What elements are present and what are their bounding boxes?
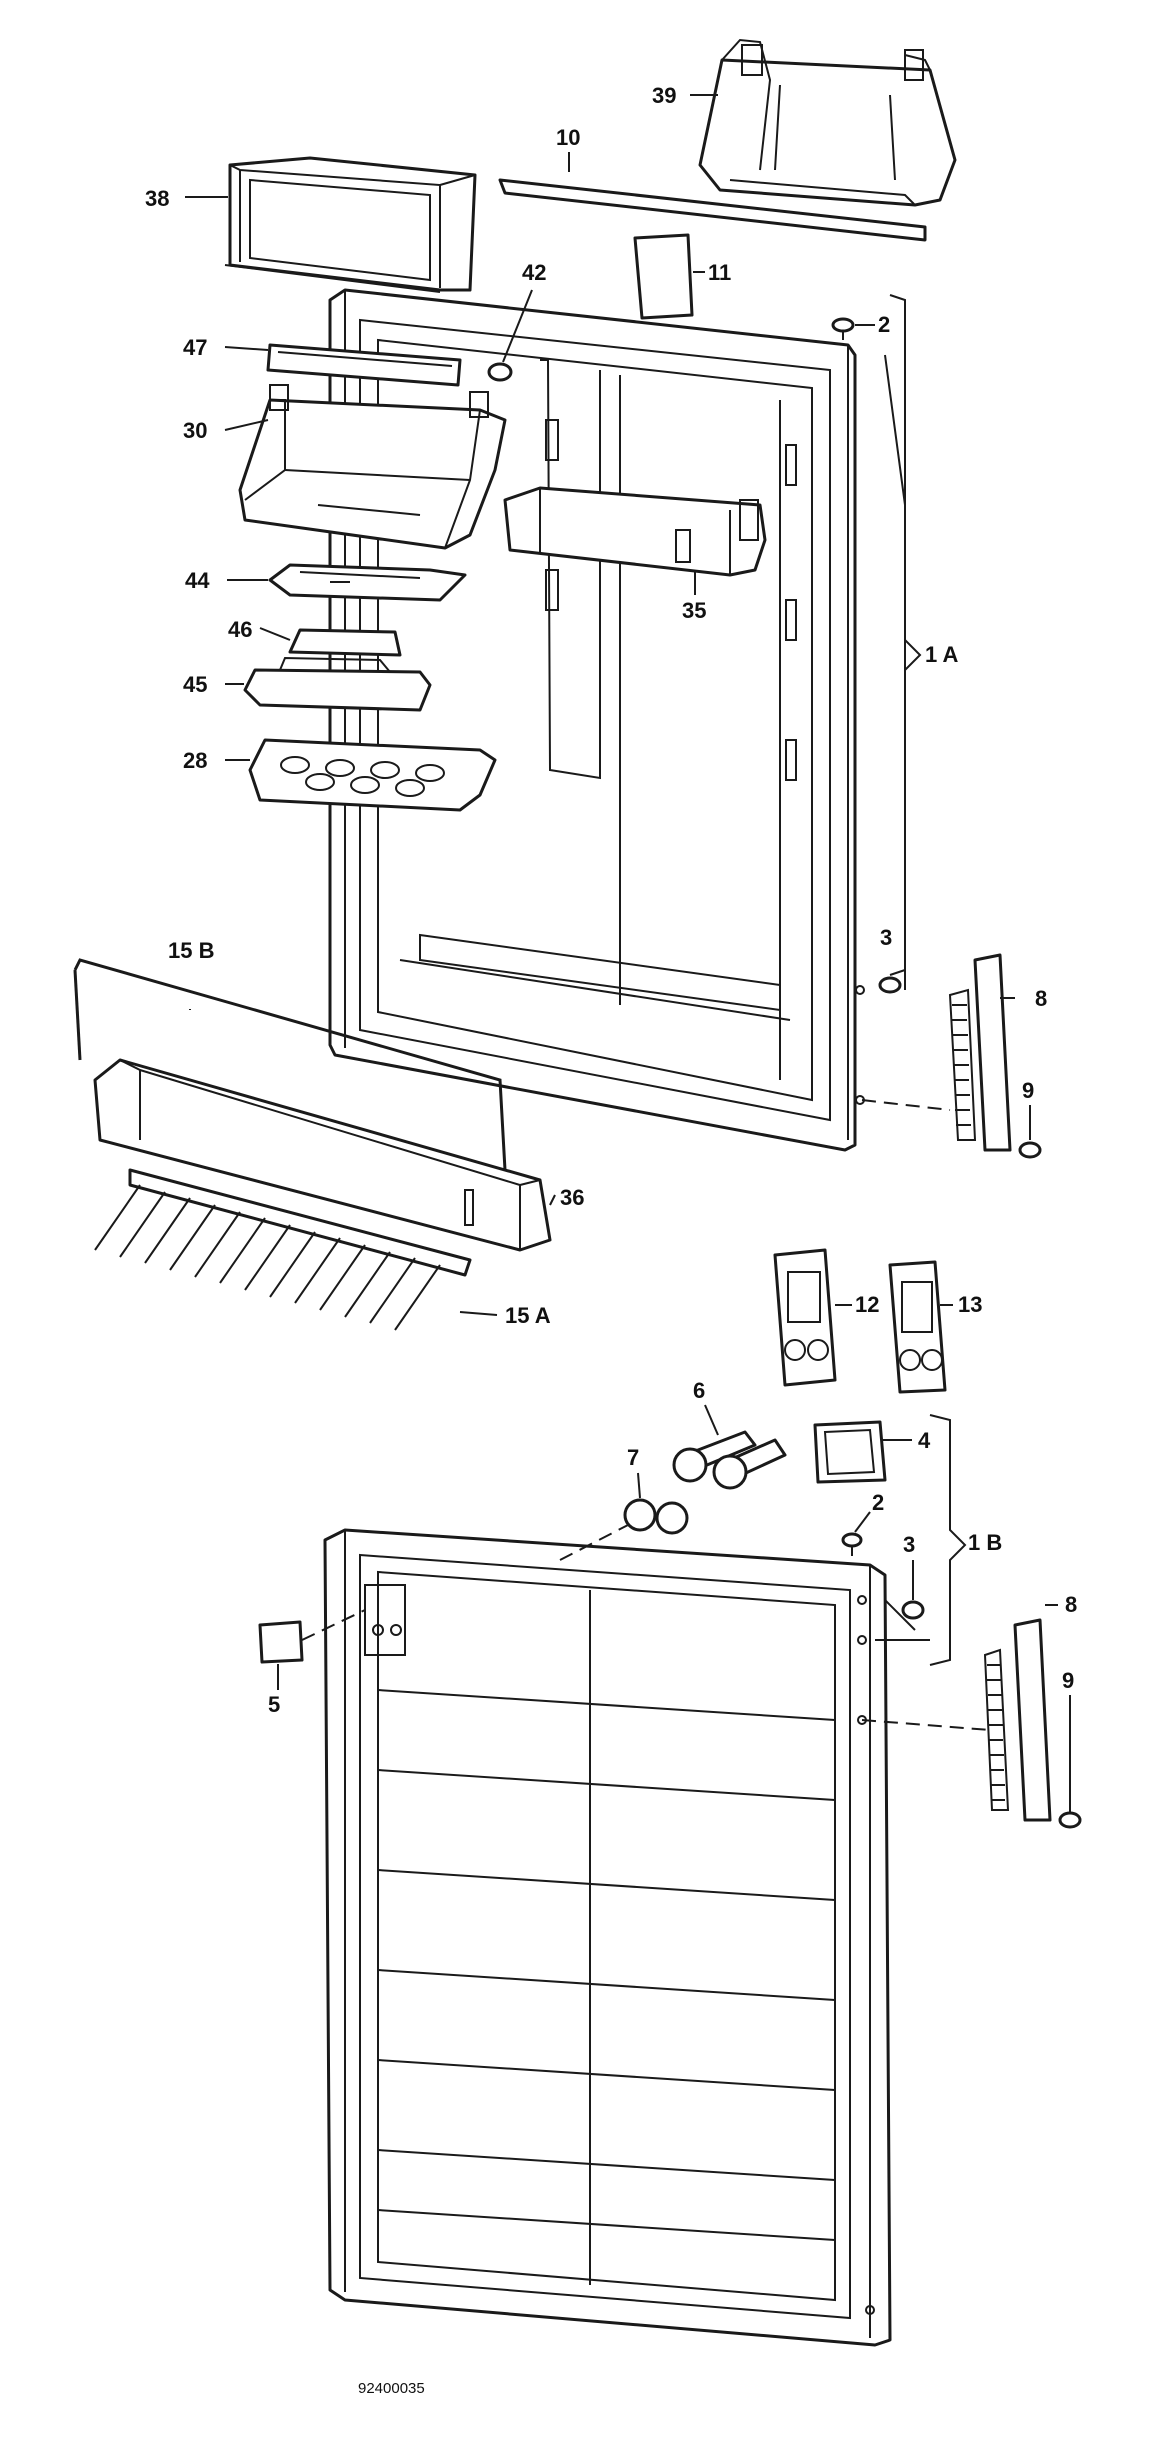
part-39-dairy-bin <box>698 38 957 207</box>
assembly-dashed-lines <box>301 1099 991 1731</box>
part-9-lower-screw <box>1058 1811 1082 1829</box>
callout-36: 36 <box>560 1185 584 1210</box>
callout-4: 4 <box>918 1428 931 1453</box>
part-15A-bottle-comb <box>94 1168 472 1331</box>
callout-42: 42 <box>522 260 546 285</box>
part-47-shelf-rail <box>266 343 462 387</box>
callout-9-upper: 9 <box>1022 1078 1034 1103</box>
callout-8-lower: 8 <box>1065 1592 1077 1617</box>
callout-38: 38 <box>145 186 169 211</box>
part-35-door-bin <box>503 486 767 577</box>
callout-45: 45 <box>183 672 207 697</box>
part-12-control-panel <box>773 1248 837 1387</box>
part-3-lower-screw <box>901 1600 925 1620</box>
part-11-panel <box>633 233 694 320</box>
callout-46: 46 <box>228 617 252 642</box>
callout-6: 6 <box>693 1378 705 1403</box>
part-28-egg-rack <box>248 738 497 812</box>
part-45-bottle-holder <box>243 656 432 712</box>
part-15B-bar-retainer <box>73 958 507 1171</box>
callout-3-lower: 3 <box>903 1532 915 1557</box>
part-8-lower-hinge-cover <box>983 1618 1052 1822</box>
callout-13: 13 <box>958 1292 982 1317</box>
callout-39: 39 <box>652 83 676 108</box>
callout-11: 11 <box>708 260 731 285</box>
callout-labels: 39 10 38 42 11 2 47 30 44 35 46 1 A 45 2… <box>145 83 1077 1717</box>
callout-12: 12 <box>855 1292 879 1317</box>
part-1B-lower-door <box>323 1528 892 2347</box>
callout-3-upper: 3 <box>880 925 892 950</box>
callout-35: 35 <box>682 598 706 623</box>
callout-2-lower: 2 <box>872 1490 884 1515</box>
callout-1B: 1 B <box>968 1530 1002 1555</box>
callout-5: 5 <box>268 1692 280 1717</box>
callout-28: 28 <box>183 748 207 773</box>
callout-47: 47 <box>183 335 207 360</box>
part-6-lamp-holders <box>672 1430 787 1490</box>
part-44-egg-tray-holder <box>268 563 467 602</box>
callout-9-lower: 9 <box>1062 1668 1074 1693</box>
part-5-cap <box>258 1620 304 1664</box>
callout-30: 30 <box>183 418 207 443</box>
callout-8-upper: 8 <box>1035 986 1047 1011</box>
assembly-brackets <box>889 294 967 1666</box>
callout-10: 10 <box>556 125 580 150</box>
part-46-divider <box>288 628 402 657</box>
callout-1A: 1 A <box>925 642 959 667</box>
part-42-plug <box>487 362 513 382</box>
callout-44: 44 <box>185 568 210 593</box>
part-9-upper-screw <box>1018 1141 1042 1159</box>
drawing-number: 92400035 <box>358 2380 425 2397</box>
part-2-upper-screw <box>831 317 855 340</box>
part-7-knobs <box>623 1498 689 1535</box>
part-38-butter-compartment <box>224 156 477 293</box>
callout-2-upper: 2 <box>878 312 890 337</box>
part-8-upper-hinge-cover <box>948 953 1012 1152</box>
part-4-gasket-plate <box>813 1420 887 1484</box>
part-10-trim-strip <box>498 178 927 242</box>
part-13-control-panel <box>888 1260 947 1394</box>
part-2-lower-screw <box>841 1532 863 1556</box>
callout-15B: 15 B <box>168 938 214 963</box>
part-36-bottle-bin <box>93 1058 552 1252</box>
callout-7: 7 <box>627 1445 639 1470</box>
part-3-upper-screw <box>878 976 902 994</box>
callout-15A: 15 A <box>505 1303 551 1328</box>
part-30-door-shelf <box>238 384 507 550</box>
